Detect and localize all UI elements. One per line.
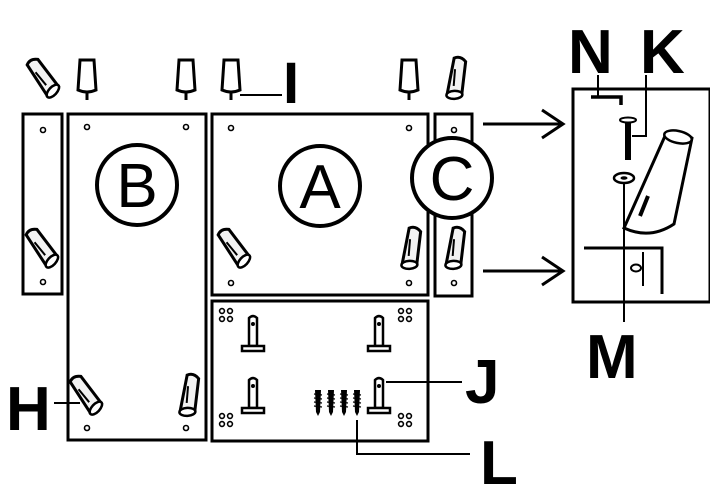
peg-top-far-right (437, 54, 478, 107)
panel-c-label: C (430, 145, 475, 214)
label-m: M (586, 323, 638, 392)
peg-top-far-left (24, 52, 66, 105)
screw-icon (619, 116, 637, 160)
mount-plate-icon (584, 246, 664, 294)
left-strip-panel (21, 112, 65, 296)
callout-l-leader (356, 420, 470, 455)
label-n: N (568, 18, 613, 87)
label-l: L (480, 429, 518, 489)
panel-b: B (66, 112, 211, 442)
detail-box (571, 87, 710, 304)
panel-b-label: B (116, 152, 157, 221)
label-h: H (6, 375, 51, 444)
peg-top-b-left (76, 58, 98, 102)
panel-a: A (210, 112, 433, 297)
callout-k-leader (632, 75, 647, 137)
label-j: J (465, 348, 499, 417)
peg-top-a-right (398, 58, 420, 102)
peg-top-a-left (220, 58, 242, 102)
label-k: K (640, 18, 685, 87)
panel-b-badge (95, 143, 179, 227)
hardware-panel (210, 299, 430, 443)
arrow-right-icon (483, 108, 566, 140)
arrow-right-icon (483, 255, 566, 287)
panel-c-badge (410, 136, 494, 220)
washer-icon (612, 171, 636, 185)
panel-a-label: A (299, 153, 341, 222)
label-i: I (283, 51, 299, 116)
large-peg-icon (622, 129, 694, 235)
panel-a-badge (278, 144, 362, 228)
hex-key-icon (591, 95, 623, 105)
peg-top-b-right (175, 58, 197, 102)
